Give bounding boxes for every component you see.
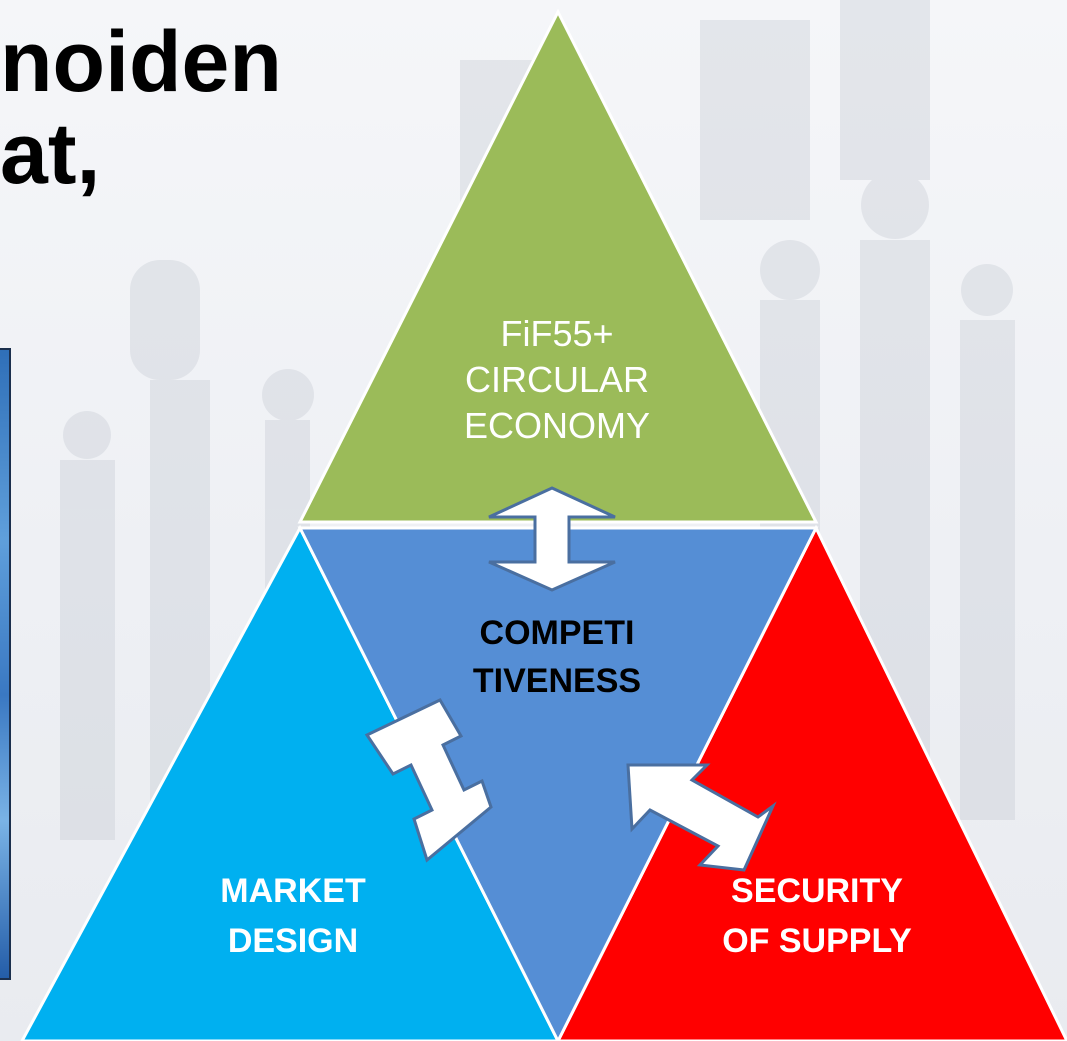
side-image xyxy=(0,348,11,980)
circular-economy-label-line-2: CIRCULAR xyxy=(464,359,650,400)
security-of-supply-label-line-1: SECURITY xyxy=(731,872,903,910)
market-design-label-line-2: DESIGN xyxy=(227,922,359,960)
slide-heading-line-2: at, xyxy=(0,106,101,202)
circular-economy-label: FiF55+ CIRCULAR ECONOMY xyxy=(432,311,682,449)
competitiveness-label-line-1: COMPETI xyxy=(479,614,635,652)
security-of-supply-label: SECURITY OF SUPPLY xyxy=(692,866,942,966)
double-arrow-vertical-icon xyxy=(488,486,616,592)
slide-heading: noiden at, xyxy=(0,16,282,200)
competitiveness-label-line-2: TIVENESS xyxy=(472,662,642,700)
circular-economy-label-line-1: FiF55+ xyxy=(500,313,614,354)
double-arrow-left-icon xyxy=(364,698,493,863)
market-design-label: MARKET DESIGN xyxy=(168,866,418,966)
competitiveness-label: COMPETI TIVENESS xyxy=(432,609,682,705)
circular-economy-label-line-3: ECONOMY xyxy=(463,405,650,446)
market-design-label-line-1: MARKET xyxy=(220,872,366,910)
slide-heading-line-1: noiden xyxy=(0,14,282,110)
double-arrow-right-icon xyxy=(626,763,777,872)
security-of-supply-label-line-2: OF SUPPLY xyxy=(722,922,912,960)
